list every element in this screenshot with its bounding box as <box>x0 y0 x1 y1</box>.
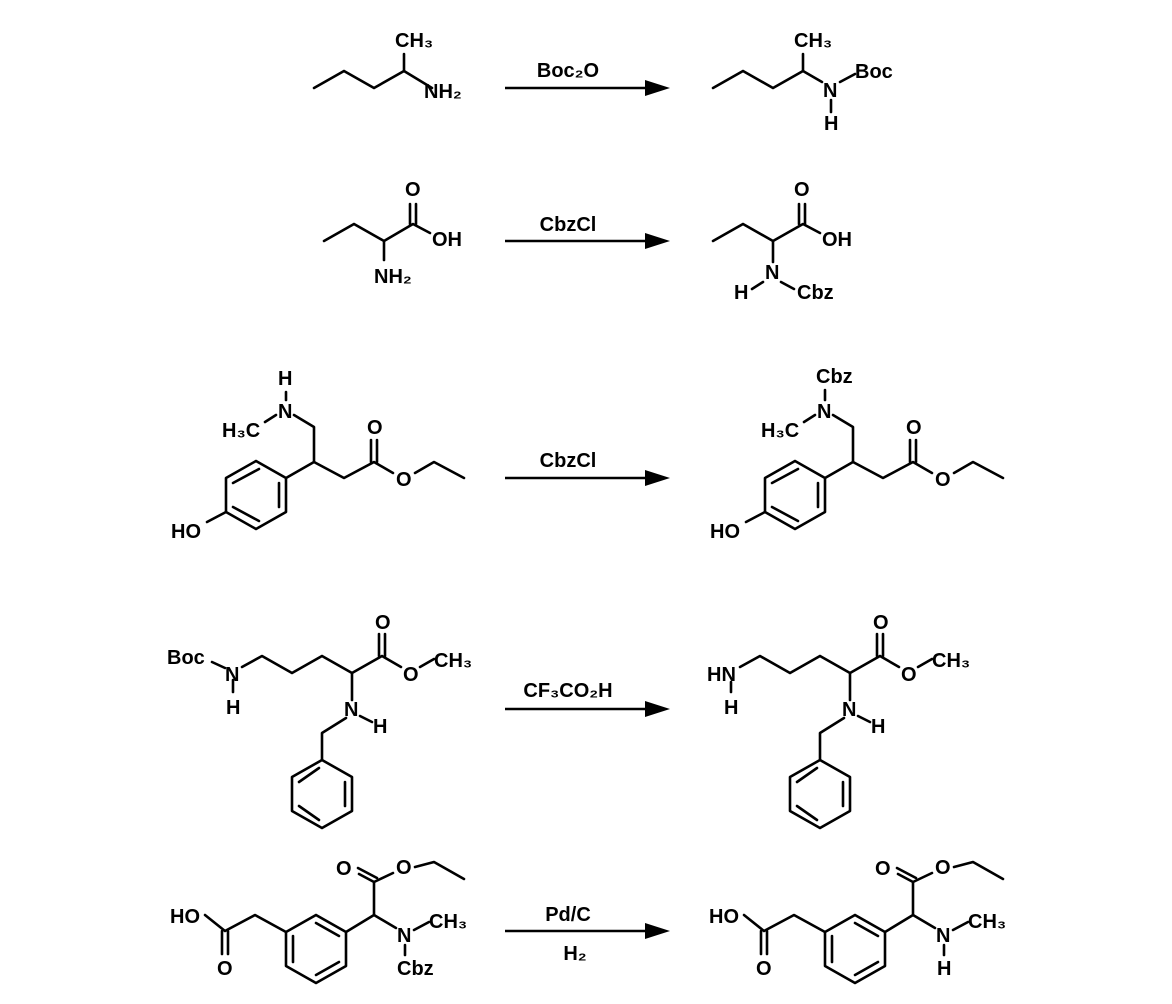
atom-label: OH <box>822 229 852 251</box>
atom-label: H <box>226 697 240 719</box>
atom-label: H₃C <box>222 420 260 442</box>
atom-label: OH <box>432 229 462 251</box>
reactant-1-pentan-2-amine: CH₃ NH₂ <box>312 30 462 103</box>
reaction-3: H H₃C N O O HO CbzCl Cbz H₃C N O <box>171 366 1005 543</box>
atom-label: Cbz <box>816 366 853 388</box>
reagent-label: CbzCl <box>540 450 597 472</box>
atom-label: H <box>937 958 951 980</box>
reagent-label: Pd/C <box>545 904 591 926</box>
reagent-label: Boc₂O <box>537 60 599 82</box>
atom-label: N <box>344 699 358 721</box>
atom-label: N <box>823 80 837 102</box>
atom-label: O <box>367 417 383 439</box>
reagent-label: H₂ <box>563 943 586 965</box>
atom-label: O <box>935 469 951 491</box>
atom-label: N <box>225 664 239 686</box>
atom-label: N <box>397 925 411 947</box>
atom-label: Boc <box>167 647 205 669</box>
product-4-free-amine-ester: HN H O O CH₃ N H <box>707 612 970 830</box>
atom-label: O <box>375 612 391 634</box>
atom-label: O <box>396 857 412 879</box>
atom-label: O <box>217 958 233 980</box>
reagent-label: CbzCl <box>540 214 597 236</box>
atom-label: CH₃ <box>968 911 1006 933</box>
reaction-5: HO O O O N CH₃ Cbz Pd/C H₂ HO O <box>170 857 1006 985</box>
atom-label: HO <box>710 521 740 543</box>
atom-label: O <box>396 469 412 491</box>
atom-label: CH₃ <box>794 30 832 52</box>
product-1-boc-amine: CH₃ N H Boc <box>711 30 893 135</box>
reaction-arrow <box>505 233 670 249</box>
atom-label: O <box>875 858 891 880</box>
atom-label: HO <box>709 906 739 928</box>
reactant-3-methylamino-ester: H H₃C N O O HO <box>171 368 466 543</box>
atom-label: O <box>873 612 889 634</box>
atom-label: N <box>817 401 831 423</box>
atom-label: O <box>336 858 352 880</box>
atom-label: HN <box>707 664 736 686</box>
atom-label: O <box>935 857 951 879</box>
atom-label: N <box>278 401 292 423</box>
reactant-5-cbz-amino-ester-acid: HO O O O N CH₃ Cbz <box>170 857 467 985</box>
reaction-arrow <box>505 923 670 939</box>
atom-label: O <box>906 417 922 439</box>
atom-label: H <box>871 716 885 738</box>
atom-label: CH₃ <box>429 911 467 933</box>
atom-label: Cbz <box>397 958 434 980</box>
atom-label: O <box>794 179 810 201</box>
atom-label: CH₃ <box>932 650 970 672</box>
atom-label: H <box>373 716 387 738</box>
atom-label: H <box>734 282 748 304</box>
atom-label: N <box>936 925 950 947</box>
atom-label: NH₂ <box>424 81 462 103</box>
atom-label: O <box>901 664 917 686</box>
atom-label: O <box>756 958 772 980</box>
atom-label: H₃C <box>761 420 799 442</box>
product-5-amino-ester-acid: HO O O O N CH₃ H <box>709 857 1006 985</box>
atom-label: H <box>278 368 292 390</box>
product-3-cbz-methylamino-ester: Cbz H₃C N O O HO <box>710 366 1005 543</box>
atom-label: CH₃ <box>434 650 472 672</box>
reaction-arrow <box>505 470 670 486</box>
atom-label: H <box>724 697 738 719</box>
atom-label: NH₂ <box>374 266 412 288</box>
atom-label: O <box>403 664 419 686</box>
reaction-2: O OH NH₂ CbzCl O OH N H Cbz <box>322 179 852 304</box>
reactant-4-boc-amino-ester: Boc N H O O CH₃ N H <box>167 612 472 830</box>
atom-label: O <box>405 179 421 201</box>
reaction-4: Boc N H O O CH₃ N H CF₃CO₂H HN H O <box>167 612 970 830</box>
reactant-2-aminobutanoic-acid: O OH NH₂ <box>322 179 462 288</box>
reagent-label: CF₃CO₂H <box>523 680 612 702</box>
atom-label: H <box>824 113 838 135</box>
atom-label: HO <box>171 521 201 543</box>
atom-label: N <box>765 262 779 284</box>
reaction-1: CH₃ NH₂ Boc₂O CH₃ N H Boc <box>312 30 893 135</box>
reaction-arrow <box>505 701 670 717</box>
atom-label: Boc <box>855 61 893 83</box>
product-2-cbz-amino-acid: O OH N H Cbz <box>711 179 852 304</box>
reaction-arrow <box>505 80 670 96</box>
atom-label: N <box>842 699 856 721</box>
atom-label: HO <box>170 906 200 928</box>
atom-label: Cbz <box>797 282 834 304</box>
atom-label: CH₃ <box>395 30 433 52</box>
